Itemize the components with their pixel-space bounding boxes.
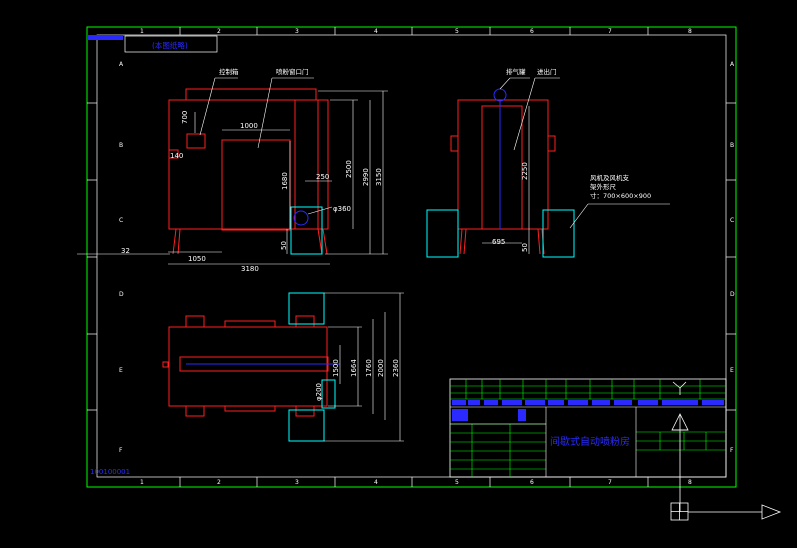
callout-vent: 排气罐	[506, 67, 526, 76]
front-top-cap	[185, 88, 317, 101]
dim-1000: 1000	[240, 122, 258, 130]
zone-right-D: D	[730, 291, 735, 298]
fan-circle	[293, 210, 309, 226]
dim-50-front: 50	[280, 241, 288, 250]
control-box	[186, 133, 206, 149]
side-door	[481, 105, 523, 230]
zone-top-6: 6	[530, 28, 534, 35]
zone-labels-right: A B C D E F	[730, 61, 735, 454]
fan-box-plan-bottom	[288, 409, 325, 442]
zone-top-7: 7	[608, 28, 612, 35]
zone-top-3: 3	[295, 28, 299, 35]
dim-3180: 3180	[241, 265, 259, 273]
title-block: 间歇式自动喷粉房 100100001	[90, 378, 727, 478]
dim-2990: 2990	[362, 168, 370, 186]
zone-top-5: 5	[455, 28, 459, 35]
dim-1680: 1680	[281, 172, 289, 190]
dim-phi200: φ200	[315, 383, 323, 401]
dim-2250: 2250	[521, 162, 529, 180]
zone-bottom-7: 7	[608, 479, 612, 486]
fan-box-left	[426, 209, 459, 258]
dim-700: 700	[181, 111, 189, 124]
zone-bottom-6: 6	[530, 479, 534, 486]
fan-box-front	[290, 206, 323, 255]
zone-top-2: 2	[217, 28, 221, 35]
zone-left-B: B	[119, 142, 123, 149]
zone-right-A: A	[730, 61, 735, 68]
dim-1050: 1050	[188, 255, 206, 263]
dim-phi360: φ360	[333, 205, 351, 213]
dim-1500: 1500	[332, 359, 340, 377]
dim-140: 140	[170, 152, 183, 160]
side-view: 排气罐 进出门 2250 695 50 风机及风机支 架外形尺 寸：700×60…	[426, 67, 670, 258]
fan-note-line3: 寸：700×600×900	[590, 191, 651, 200]
zone-right-B: B	[730, 142, 734, 149]
zone-top-8: 8	[688, 28, 692, 35]
title-tab: (本图纸略)	[87, 35, 218, 53]
zone-labels-top: 1 2 3 4 5 6 7 8	[140, 28, 692, 35]
plan-view: 1500 1664 1760 2000 2360 φ200	[162, 292, 404, 442]
inner-border	[87, 27, 736, 487]
dim-2500: 2500	[345, 160, 353, 178]
fan-note-line2: 架外形尺	[590, 182, 617, 191]
callout-window-door: 喷粉窗口门	[276, 67, 309, 76]
dim-250: 250	[316, 173, 329, 181]
dim-695: 695	[492, 238, 505, 246]
zone-bottom-3: 3	[295, 479, 299, 486]
fan-note-line1: 风机及风机支	[590, 173, 630, 182]
outer-border	[86, 26, 737, 488]
zone-right-E: E	[730, 367, 734, 374]
zone-bottom-5: 5	[455, 479, 459, 486]
zone-bottom-1: 1	[140, 479, 144, 486]
corner-code: 100100001	[90, 468, 130, 476]
front-view: 控制箱 喷粉窗口门 1000 700 140 1680 250 2500 299…	[77, 67, 388, 273]
zone-top-1: 1	[140, 28, 144, 35]
title-tab-text: (本图纸略)	[152, 40, 188, 50]
plan-body	[168, 326, 328, 407]
zone-labels-bottom: 1 2 3 4 5 6 7 8	[140, 479, 692, 486]
dim-50-side: 50	[521, 243, 529, 252]
zone-left-C: C	[119, 217, 123, 224]
zone-bottom-4: 4	[374, 479, 378, 486]
zone-labels-left: A B C D E F	[119, 61, 124, 454]
zone-right-F: F	[730, 447, 734, 454]
fan-box-plan-top	[288, 292, 325, 325]
dim-2000: 2000	[377, 359, 385, 377]
dim-2360: 2360	[392, 359, 400, 377]
fan-box-right	[542, 209, 575, 258]
zone-left-A: A	[119, 61, 124, 68]
zone-top-4: 4	[374, 28, 378, 35]
zone-bottom-8: 8	[688, 479, 692, 486]
zone-right-C: C	[730, 217, 734, 224]
dim-32: 32	[121, 247, 130, 255]
zone-bottom-2: 2	[217, 479, 221, 486]
zone-left-E: E	[119, 367, 123, 374]
vent-circle	[493, 88, 507, 102]
callout-control-box: 控制箱	[219, 67, 239, 76]
dim-3150: 3150	[375, 168, 383, 186]
front-body	[168, 99, 329, 230]
dim-1664: 1664	[350, 359, 358, 377]
dim-1760: 1760	[365, 359, 373, 377]
drawing-frame	[86, 26, 737, 488]
zone-left-D: D	[119, 291, 124, 298]
side-body	[457, 99, 549, 230]
ucs-icon	[670, 381, 782, 521]
drawing-title: 间歇式自动喷粉房	[550, 435, 630, 448]
front-window-door	[221, 139, 291, 231]
zone-left-F: F	[119, 447, 123, 454]
callout-door: 进出门	[537, 67, 557, 76]
